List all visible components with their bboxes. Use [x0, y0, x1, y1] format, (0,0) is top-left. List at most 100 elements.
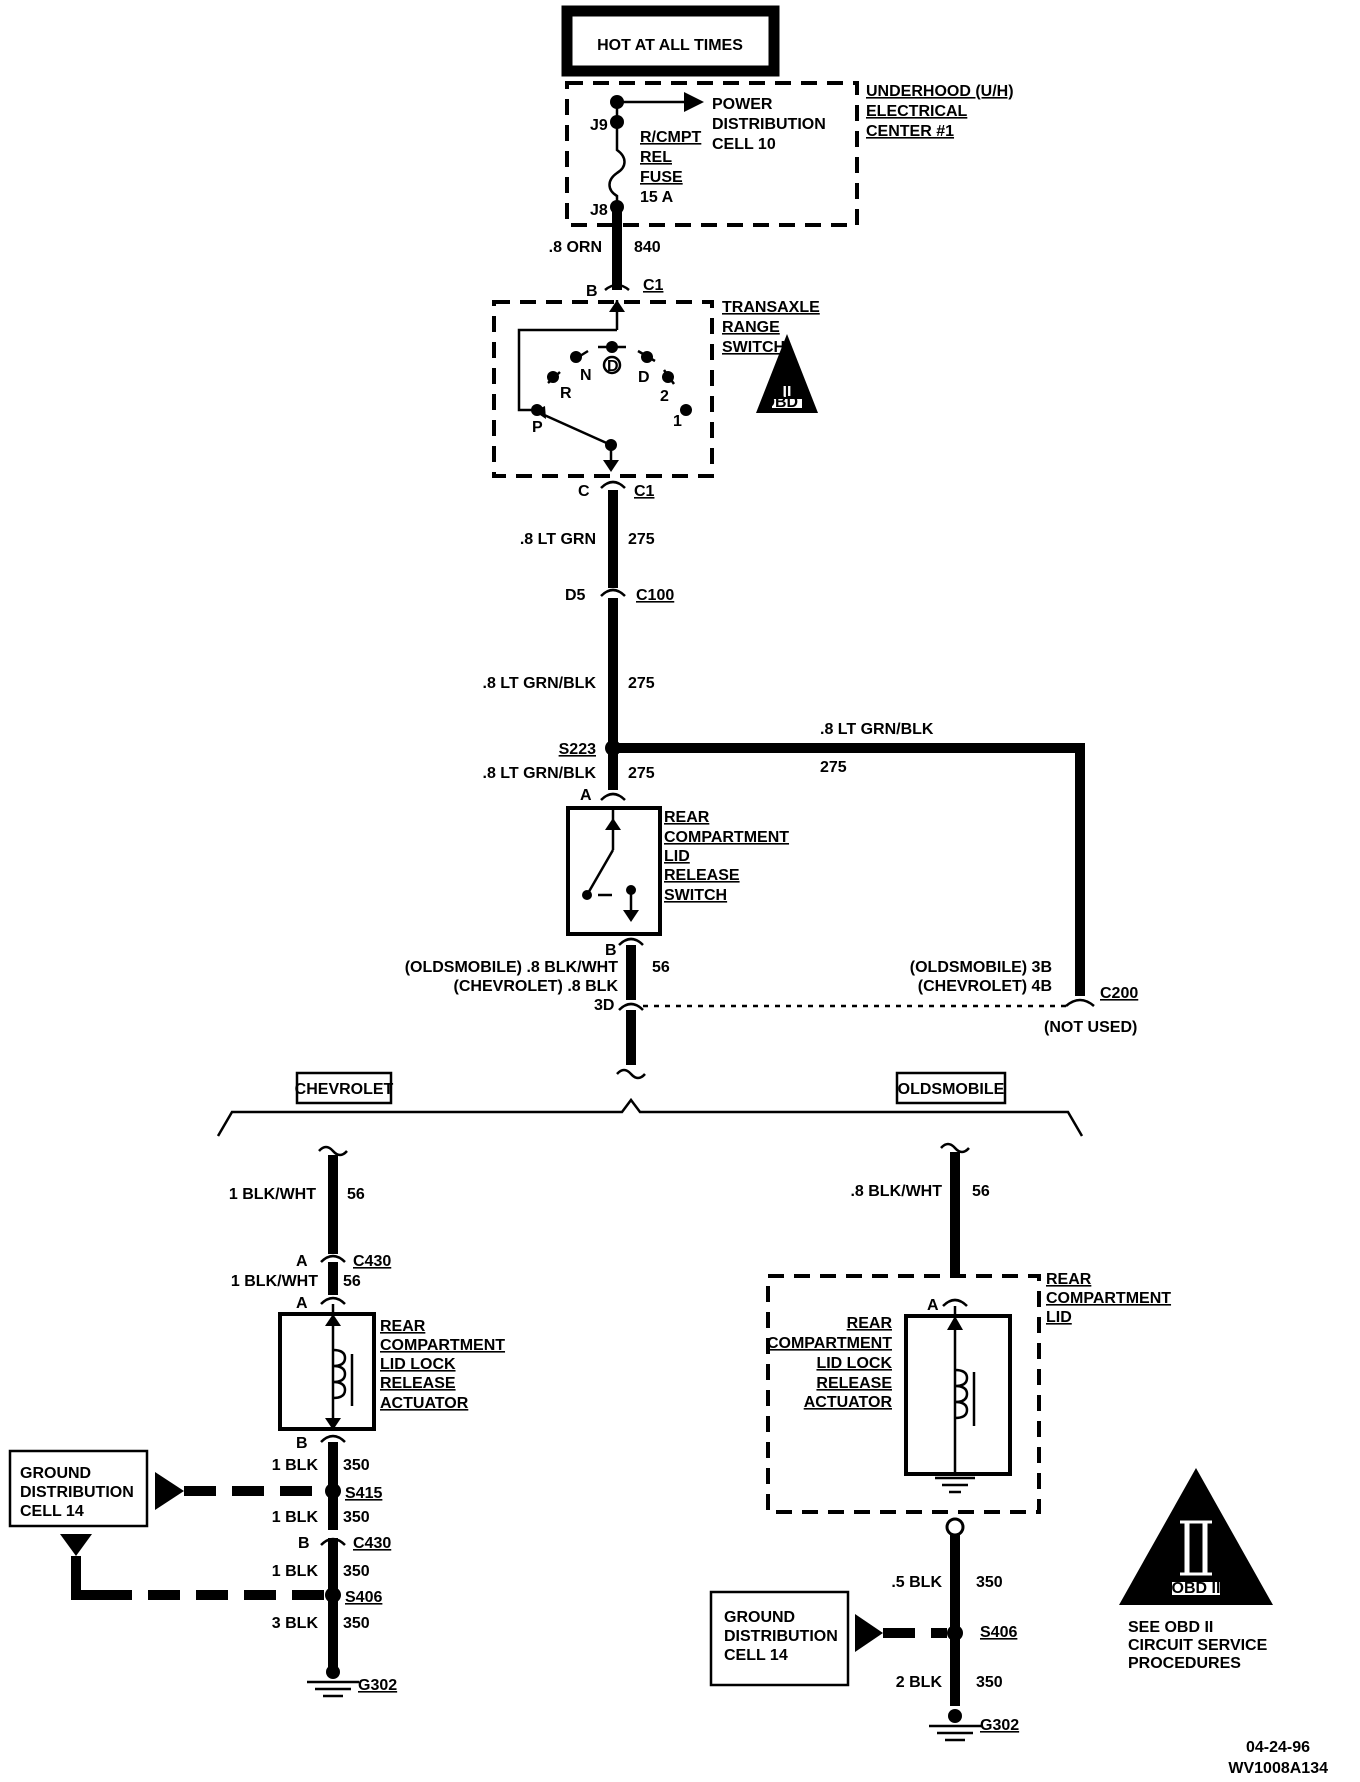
j8-label: J8	[590, 202, 608, 219]
c200-chev-pin: (CHEVROLET) 4B	[918, 978, 1052, 995]
chev-w5-circuit: 350	[343, 1563, 370, 1580]
chev-act-pin-b: B	[296, 1435, 308, 1452]
underhood-center-line-2: ELECTRICAL	[866, 103, 968, 120]
chev-actuator-box	[278, 1312, 376, 1431]
splice-s406-chev-label: S406	[345, 1589, 382, 1606]
wire-275-b-circuit: 275	[628, 675, 655, 692]
transaxle-range-switch-box	[492, 300, 714, 478]
splice-s406-olds-label: S406	[980, 1624, 1017, 1641]
chev-w1-circuit: 56	[347, 1186, 365, 1203]
c100-label: C100	[636, 587, 674, 604]
chev-w5-color: 1 BLK	[272, 1563, 319, 1580]
wire-275-a-color: .8 LT GRN	[520, 531, 596, 548]
footer-date: 04-24-96	[1246, 1739, 1310, 1756]
c200-pin-3d: 3D	[594, 997, 614, 1014]
chev-actuator-3: LID LOCK	[380, 1356, 456, 1373]
pos-n: N	[580, 367, 592, 384]
pos-p: P	[532, 419, 543, 436]
trs-title-2: RANGE	[722, 319, 780, 336]
trs-wiper	[541, 412, 612, 447]
hot-at-all-times-box	[561, 5, 780, 77]
release-switch-pin-b: B	[605, 942, 617, 959]
olds-w3-color: 2 BLK	[896, 1674, 943, 1691]
olds-actuator-3: LID LOCK	[816, 1355, 892, 1372]
release-switch-title-2: COMPARTMENT	[664, 829, 789, 846]
olds-gd-2: DISTRIBUTION	[724, 1628, 838, 1645]
splice-s415-label: S415	[345, 1485, 382, 1502]
olds-internal-ground-icon	[935, 1476, 975, 1494]
olds-ground-icon	[929, 1724, 981, 1742]
trs-title-1: TRANSAXLE	[722, 299, 820, 316]
svg-text:OBD II: OBD II	[1172, 1580, 1221, 1597]
svg-text:II: II	[783, 384, 792, 401]
underhood-center-line-1: UNDERHOOD (U/H)	[866, 83, 1014, 100]
wire-275-c-circuit: 275	[628, 765, 655, 782]
contact-d-circle	[602, 355, 622, 375]
olds-w2-circuit: 350	[976, 1574, 1003, 1591]
obd-note-3: PROCEDURES	[1128, 1655, 1241, 1672]
oldsmobile-label: OLDSMOBILE	[898, 1081, 1005, 1098]
svg-text:OBD II: OBD II	[763, 394, 812, 411]
chev-act-pin-a: A	[296, 1295, 308, 1312]
chev-w4-circuit: 350	[343, 1509, 370, 1526]
release-switch-title-1: REAR	[664, 809, 710, 826]
splice-s406-olds	[947, 1625, 963, 1641]
chev-ground-distribution-box	[8, 1449, 149, 1528]
pdc-line-2: DISTRIBUTION	[712, 116, 826, 133]
fuse-line-3: FUSE	[640, 169, 683, 186]
chev-gd-1: GROUND	[20, 1465, 91, 1482]
olds-ground-label: G302	[980, 1717, 1019, 1734]
trs-pin-c: C	[578, 483, 590, 500]
release-switch-title-4: RELEASE	[664, 867, 740, 884]
pdc-line-1: POWER	[712, 96, 773, 113]
chev-ground-label: G302	[358, 1677, 397, 1694]
olds-coil-icon	[954, 1368, 969, 1420]
trs-pin-b: B	[586, 283, 598, 300]
j9-label: J9	[590, 117, 608, 134]
chev-w3-color: 1 BLK	[272, 1457, 319, 1474]
olds-lid-1: REAR	[1046, 1271, 1092, 1288]
chev-coil-icon	[332, 1348, 347, 1400]
chev-w6-color: 3 BLK	[272, 1615, 319, 1632]
olds-w2-color: .5 BLK	[891, 1574, 942, 1591]
chev-w4-color: 1 BLK	[272, 1509, 319, 1526]
olds-w1-color: .8 BLK/WHT	[850, 1183, 942, 1200]
olds-actuator-box	[904, 1314, 1012, 1476]
olds-w1-circuit: 56	[972, 1183, 990, 1200]
fuse-line-4: 15 A	[640, 189, 674, 206]
olds-w3-circuit: 350	[976, 1674, 1003, 1691]
fuse-line-2: REL	[640, 149, 672, 166]
underhood-electrical-center-box	[565, 81, 859, 227]
c200-note: (NOT USED)	[1044, 1019, 1137, 1036]
out-chev: (CHEVROLET) .8 BLK	[454, 978, 619, 995]
olds-gd-3: CELL 14	[724, 1647, 788, 1664]
olds-actuator-2: COMPARTMENT	[767, 1335, 892, 1352]
out-circuit: 56	[652, 959, 670, 976]
trs-conn-c1-top: C1	[643, 277, 664, 294]
obd-badge-small	[756, 334, 818, 413]
chev-actuator-4: RELEASE	[380, 1375, 456, 1392]
olds-act-pin-a: A	[927, 1297, 939, 1314]
oldsmobile-variant-box	[895, 1071, 1007, 1105]
chev-gd-2: DISTRIBUTION	[20, 1484, 134, 1501]
obd-note-1: SEE OBD II	[1128, 1619, 1213, 1636]
chev-actuator-5: ACTUATOR	[380, 1395, 469, 1412]
out-olds: (OLDSMOBILE) .8 BLK/WHT	[405, 959, 619, 976]
release-switch-title-3: LID	[664, 848, 690, 865]
chev-w6-circuit: 350	[343, 1615, 370, 1632]
wire-275-b-color: .8 LT GRN/BLK	[483, 675, 597, 692]
wire-275-a-circuit: 275	[628, 531, 655, 548]
power-arrow-icon	[684, 92, 704, 112]
chev-w2-color: 1 BLK/WHT	[231, 1273, 318, 1290]
chev-actuator-1: REAR	[380, 1318, 426, 1335]
chev-w3-circuit: 350	[343, 1457, 370, 1474]
olds-rear-compartment-lid-box	[766, 1274, 1041, 1514]
chev-c430-pin-a: A	[296, 1253, 308, 1270]
contact-1	[680, 404, 692, 416]
chev-c430-pin-b: B	[298, 1535, 310, 1552]
c200-label: C200	[1100, 985, 1138, 1002]
wire-275-c-color: .8 LT GRN/BLK	[483, 765, 597, 782]
release-switch-pin-a: A	[580, 787, 592, 804]
footer-code: WV1008A134	[1228, 1760, 1328, 1777]
pos-d: D	[638, 369, 650, 386]
